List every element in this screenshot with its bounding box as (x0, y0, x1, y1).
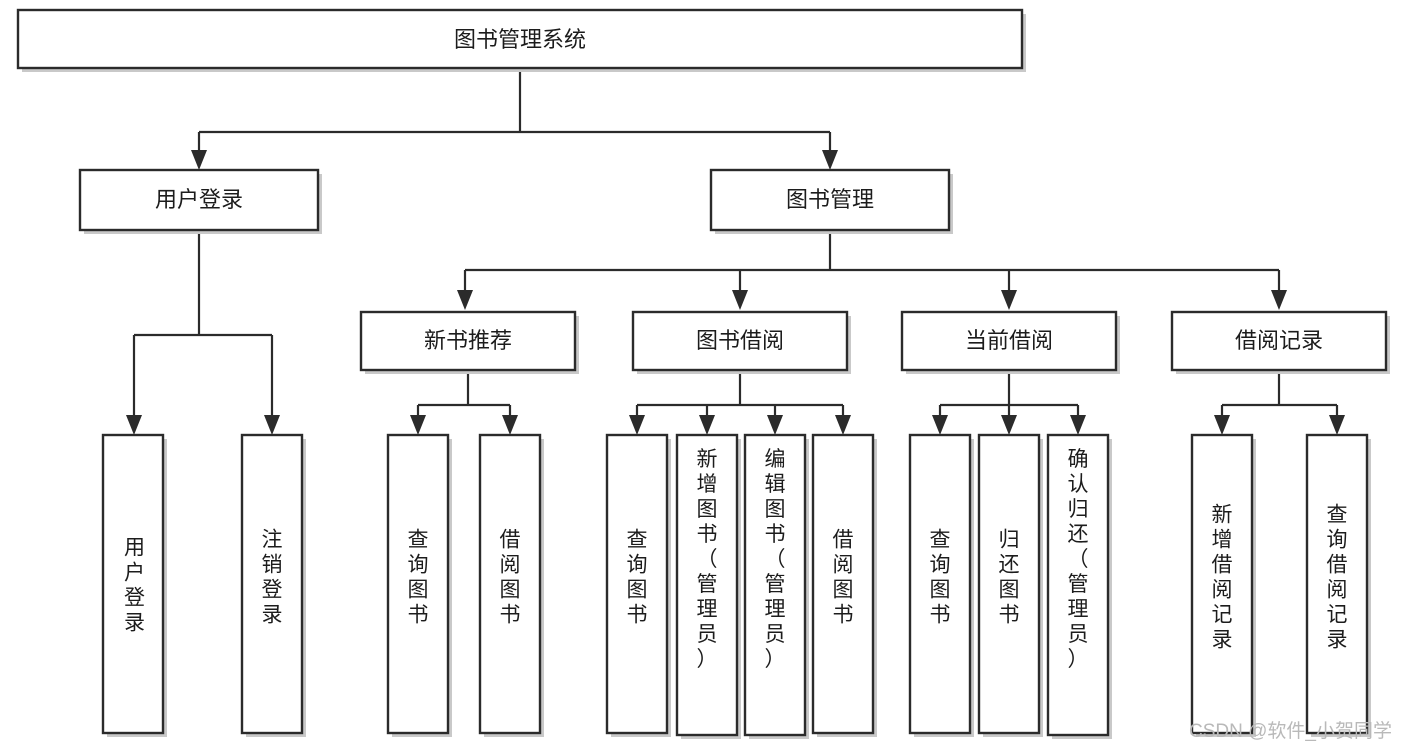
edge-userlogin-bus (132, 232, 274, 423)
leaf-user-login-label: 用户登录 (122, 536, 146, 632)
leaf-borrow-book-a-label: 借阅图书 (500, 529, 521, 627)
arrow-borrowrecord-to-leaf-2 (1329, 415, 1345, 435)
user-login-box[interactable] (78, 168, 320, 232)
arrow-bookborrow-to-leaf-3 (767, 415, 783, 435)
node-leaf-add-record[interactable]: 新增借阅记录 (1190, 433, 1256, 737)
node-leaf-query-book-a[interactable]: 查询图书 (386, 433, 452, 737)
borrow-record-label: 借阅记录 (1235, 328, 1323, 353)
leaf-query-book-b-label: 查询图书 (627, 529, 648, 627)
edge-newbookrec-bus (416, 372, 512, 423)
csdn-watermark: CSDN @软件_小贺同学 (1189, 720, 1392, 742)
node-leaf-borrow-book-a[interactable]: 借阅图书 (478, 433, 544, 737)
leaf-query-record-box[interactable] (1305, 433, 1369, 735)
root-label: 图书管理系统 (454, 27, 586, 52)
leaf-confirm-return-box[interactable] (1046, 433, 1110, 737)
leaf-confirm-return-label: 确认归还（管理员） (1068, 448, 1089, 671)
leaf-borrow-book-b-label: 借阅图书 (833, 529, 854, 627)
arrow-userlogin-to-leaf-2 (264, 415, 280, 435)
edge-root-bus (197, 70, 832, 158)
borrow-record-box[interactable] (1170, 310, 1388, 372)
node-new-book-recommend[interactable]: 新书推荐 (359, 310, 579, 374)
node-leaf-edit-book[interactable]: 编辑图书（管理员） (743, 433, 809, 739)
node-current-borrow[interactable]: 当前借阅 (900, 310, 1120, 374)
leaf-add-record-box[interactable] (1190, 433, 1254, 735)
leaf-add-book-label: 新增图书（管理员） (697, 448, 718, 671)
arrow-bookborrow-to-leaf-4 (835, 415, 851, 435)
node-book-manage[interactable]: 图书管理 (709, 168, 953, 234)
book-borrow-label: 图书借阅 (696, 328, 784, 353)
root-box[interactable] (16, 8, 1024, 70)
new-book-recommend-label: 新书推荐 (424, 328, 512, 353)
leaf-query-book-c-box[interactable] (908, 433, 972, 735)
leaf-borrow-book-b-box[interactable] (811, 433, 875, 735)
node-leaf-query-book-b[interactable]: 查询图书 (605, 433, 671, 737)
node-root[interactable]: 图书管理系统 (16, 8, 1026, 72)
arrow-bookmanage-to-borrow-record (1271, 290, 1287, 310)
current-borrow-box[interactable] (900, 310, 1118, 372)
book-manage-label: 图书管理 (786, 187, 874, 212)
leaf-borrow-book-a-box[interactable] (478, 433, 542, 735)
connector-layer (126, 70, 1345, 435)
leaf-return-book-box[interactable] (977, 433, 1041, 735)
leaf-query-book-a-label: 查询图书 (408, 529, 429, 627)
leaf-edit-book-box[interactable] (743, 433, 807, 737)
leaf-return-book-label: 归还图书 (999, 529, 1020, 627)
node-leaf-logout[interactable]: 注销登录 (240, 433, 306, 737)
node-book-borrow[interactable]: 图书借阅 (631, 310, 851, 374)
leaf-edit-book-label: 编辑图书（管理员） (765, 448, 786, 671)
arrow-bookmanage-to-current-borrow (1001, 290, 1017, 310)
book-borrow-box[interactable] (631, 310, 849, 372)
node-borrow-record[interactable]: 借阅记录 (1170, 310, 1390, 374)
arrow-bookmanage-to-new-book-rec (457, 290, 473, 310)
leaf-query-book-a-box[interactable] (386, 433, 450, 735)
arrow-newbookrec-to-leaf-2 (502, 415, 518, 435)
node-leaf-query-book-c[interactable]: 查询图书 (908, 433, 974, 737)
arrow-currentborrow-to-leaf-3 (1070, 415, 1086, 435)
node-leaf-add-book[interactable]: 新增图书（管理员） (675, 433, 741, 739)
new-book-recommend-box[interactable] (359, 310, 577, 372)
leaf-query-record-label: 查询借阅记录 (1327, 504, 1348, 652)
arrow-borrowrecord-to-leaf-1 (1214, 415, 1230, 435)
arrow-bookborrow-to-leaf-2 (699, 415, 715, 435)
leaf-logout-box[interactable] (240, 433, 304, 735)
node-leaf-user-login[interactable]: 用户登录 (101, 433, 167, 737)
edge-borrowrecord-bus (1220, 372, 1339, 423)
arrow-root-to-book-manage (822, 150, 838, 170)
node-leaf-borrow-book-b[interactable]: 借阅图书 (811, 433, 877, 737)
arrow-bookborrow-to-leaf-1 (629, 415, 645, 435)
leaf-query-book-c-label: 查询图书 (930, 529, 951, 627)
node-leaf-confirm-return[interactable]: 确认归还（管理员） (1046, 433, 1112, 739)
node-leaf-return-book[interactable]: 归还图书 (977, 433, 1043, 737)
current-borrow-label: 当前借阅 (965, 328, 1053, 353)
edge-bookborrow-bus (635, 372, 845, 423)
arrow-currentborrow-to-leaf-2 (1001, 415, 1017, 435)
edge-bookmanage-bus (463, 232, 1281, 298)
leaf-logout-label: 注销登录 (262, 529, 283, 627)
arrow-userlogin-to-leaf-1 (126, 415, 142, 435)
arrow-newbookrec-to-leaf-1 (410, 415, 426, 435)
arrow-currentborrow-to-leaf-1 (932, 415, 948, 435)
node-user-login[interactable]: 用户登录 (78, 168, 322, 234)
book-manage-box[interactable] (709, 168, 951, 232)
leaf-add-record-label: 新增借阅记录 (1212, 504, 1233, 652)
leaf-query-book-b-box[interactable] (605, 433, 669, 735)
arrow-root-to-user-login (191, 150, 207, 170)
leaf-user-login-box[interactable] (101, 433, 165, 735)
edge-currentborrow-bus (938, 372, 1080, 423)
leaf-add-book-box[interactable] (675, 433, 739, 737)
node-leaf-query-record[interactable]: 查询借阅记录 (1305, 433, 1371, 737)
arrow-bookmanage-to-book-borrow (732, 290, 748, 310)
user-login-label: 用户登录 (155, 187, 243, 212)
